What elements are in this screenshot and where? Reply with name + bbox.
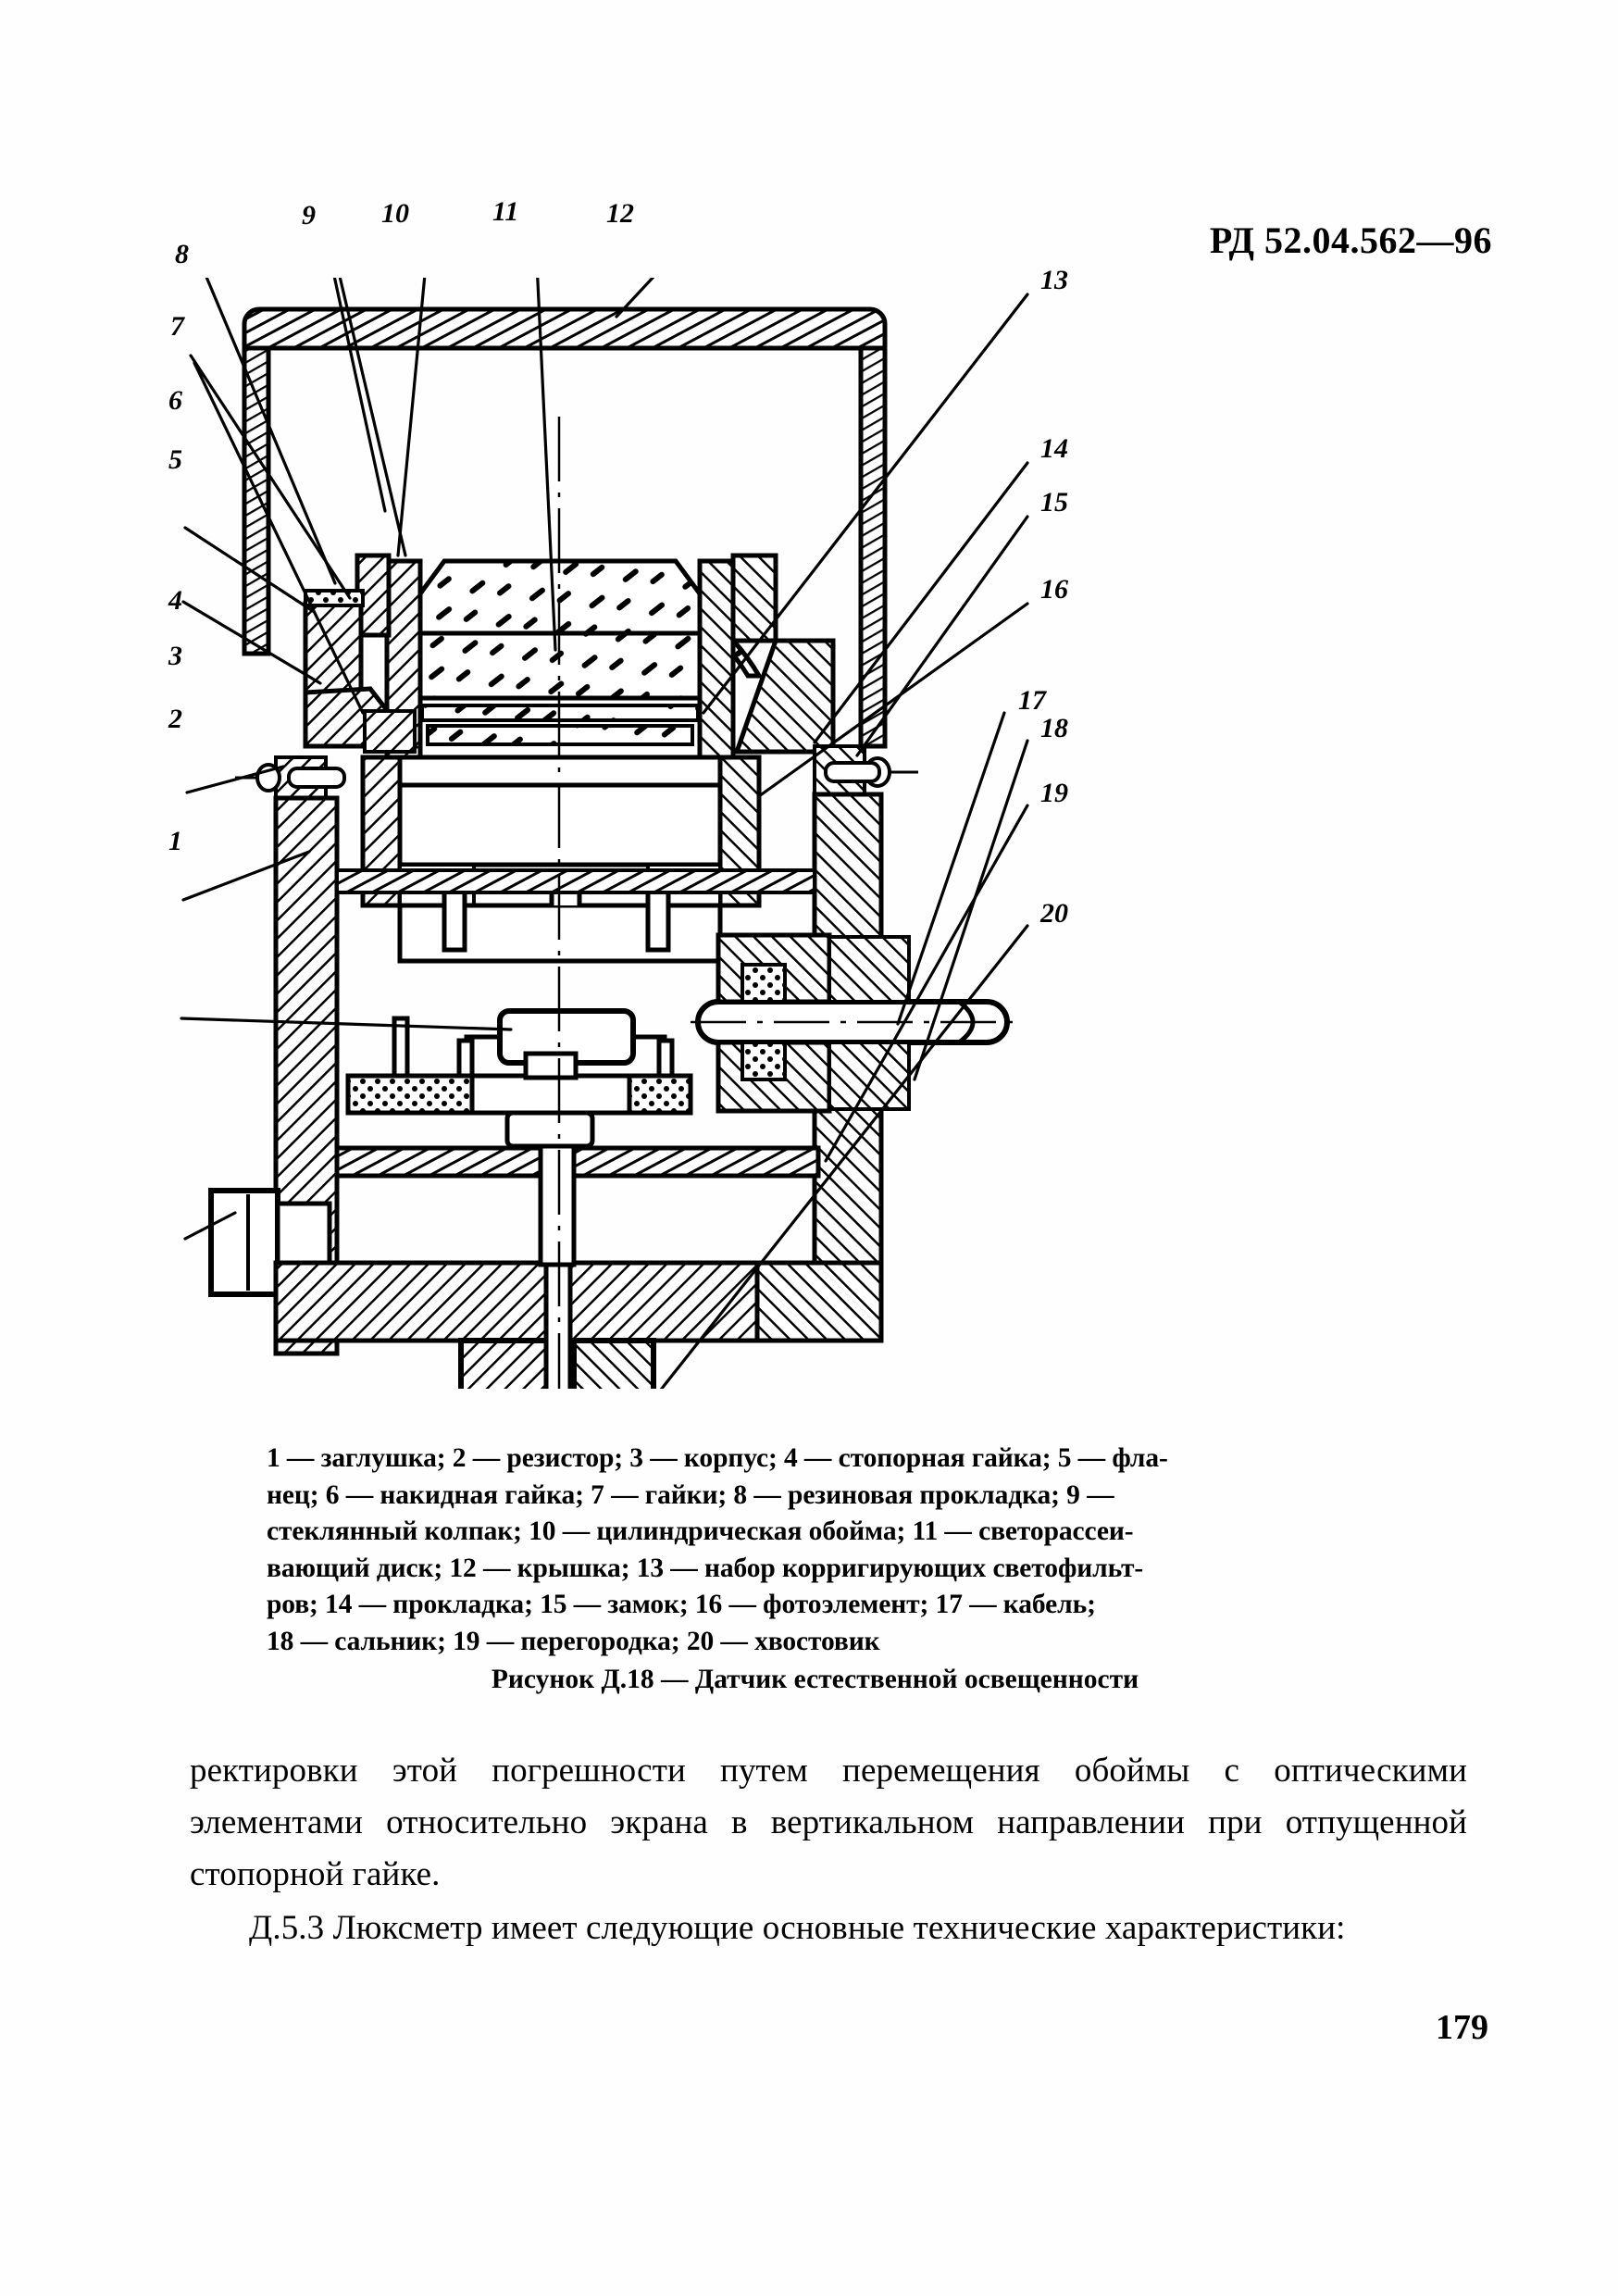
legend-line-5: ров; 14 — прокладка; 15 — замок; 16 — фо…: [267, 1590, 1096, 1619]
figure-caption-title: Рисунок Д.18 — Датчик естественной освещ…: [491, 1665, 1139, 1694]
callout-9: 9: [302, 200, 316, 231]
legend-line-3: стеклянный колпак; 10 — цилиндрическая о…: [267, 1516, 1134, 1546]
callout-16: 16: [1040, 574, 1068, 605]
callout-3: 3: [168, 641, 182, 671]
callout-8: 8: [175, 239, 189, 269]
page-number: 179: [1436, 2008, 1488, 2047]
callout-12: 12: [606, 198, 634, 229]
callout-6: 6: [168, 385, 182, 416]
callout-11: 11: [492, 196, 519, 227]
legend-line-1: 1 — заглушка; 2 — резистор; 3 — корпус; …: [267, 1443, 1168, 1473]
sensor-cross-section-svg: [180, 278, 1029, 1389]
callout-18: 18: [1040, 713, 1068, 743]
legend-line-6: 18 — сальник; 19 — перегородка; 20 — хво…: [267, 1626, 880, 1656]
legend-line-4: вающий диск; 12 — крышка; 13 — набор кор…: [267, 1553, 1144, 1583]
legend-line-2: нец; 6 — накидная гайка; 7 — гайки; 8 — …: [267, 1479, 1114, 1510]
figure-legend: 1 — заглушка; 2 — резистор; 3 — корпус; …: [267, 1441, 1363, 1660]
callout-17: 17: [1018, 685, 1046, 716]
callout-14: 14: [1040, 433, 1068, 464]
callout-4: 4: [168, 585, 182, 616]
callout-13: 13: [1040, 265, 1068, 295]
document-code-header: РД 52.04.562—96: [1209, 219, 1492, 261]
callout-7: 7: [170, 311, 184, 342]
callout-10: 10: [381, 198, 409, 229]
callout-1: 1: [168, 826, 182, 856]
callout-5: 5: [168, 444, 182, 475]
body-paragraph-continuation: ректировки этой погрешности путем переме…: [190, 1752, 1467, 1893]
callout-19: 19: [1040, 778, 1068, 808]
callout-20: 20: [1040, 898, 1068, 929]
callout-15: 15: [1040, 487, 1068, 518]
callout-2: 2: [168, 704, 182, 734]
figure-technical-drawing: 9 10 11 12 8 7 6 5 4 3 2 1 13 14 15 16 1…: [167, 198, 1481, 1389]
body-paragraph-d53: Д.5.3 Люксметр имеет следующие основные …: [249, 1909, 1346, 1947]
